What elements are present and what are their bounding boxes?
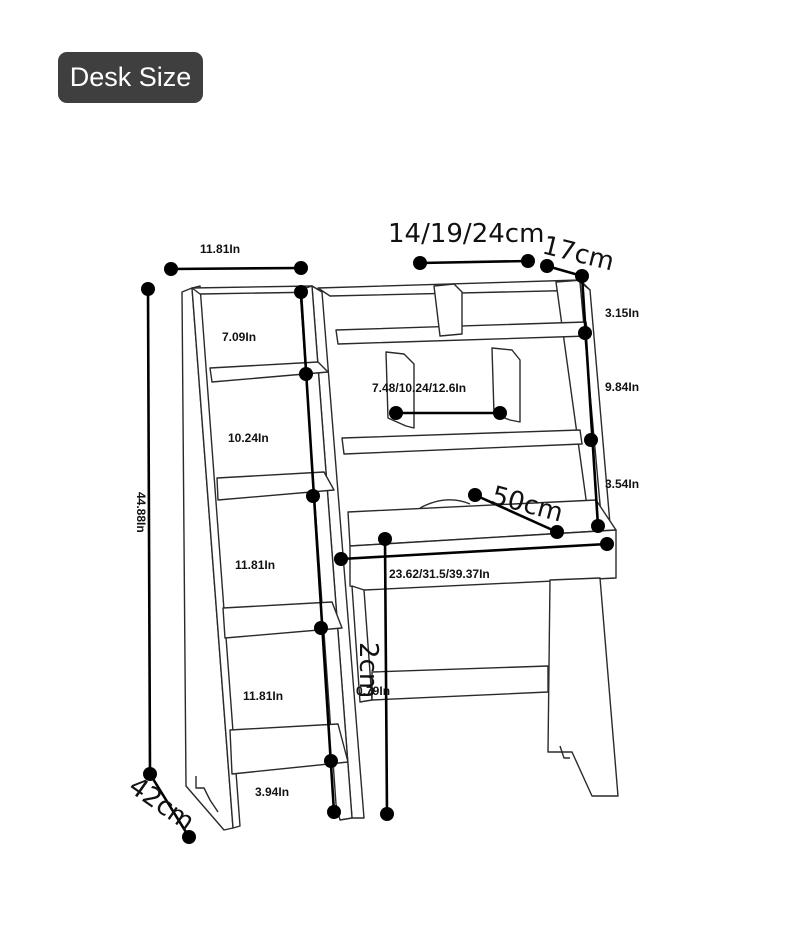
bookshelf-foot <box>195 776 219 813</box>
label-total-height: 44.88In <box>134 492 148 533</box>
top-width-line <box>170 266 302 271</box>
bookshelf-left-panel-edge <box>191 285 241 829</box>
depth-end-dot <box>182 830 196 844</box>
shelf-1 <box>209 361 329 383</box>
top-width-start-dot <box>164 262 178 276</box>
shelf-2 <box>216 471 335 501</box>
shelf-3 <box>222 601 343 639</box>
label-panel-thickness-cm: 2cm <box>353 642 383 698</box>
desk-width-end-dot <box>600 537 614 551</box>
hutch-dot-1 <box>578 326 592 340</box>
label-shelf-5: 3.94In <box>255 785 289 799</box>
panel-top-dot <box>378 532 392 546</box>
divider-width-start-dot <box>389 406 403 420</box>
measurement-markers <box>141 254 614 844</box>
top-width-end-dot <box>294 261 308 275</box>
label-shelf-1: 7.09In <box>222 330 256 344</box>
desk-depth-line <box>474 493 558 534</box>
label-desk-width: 23.62/31.5/39.37In <box>389 567 490 581</box>
height-top-dot <box>141 282 155 296</box>
desk-right-leg <box>547 577 619 797</box>
bookshelf-right-panel-inner <box>299 285 353 821</box>
panel-line <box>383 538 389 815</box>
shelf-dot-0 <box>294 285 308 299</box>
divider-spacing-end-dot <box>521 254 535 268</box>
hutch-top-divider <box>433 283 463 337</box>
bookshelf-left-panel <box>181 287 234 831</box>
shelf-dot-4 <box>324 754 338 768</box>
desk-drawer <box>349 529 617 591</box>
hutch-shelf-low <box>341 429 583 455</box>
badge-label: Desk Size <box>69 62 192 92</box>
label-shelf-4: 11.81In <box>243 689 283 703</box>
depth-line <box>148 773 191 838</box>
hutch-dot-3 <box>591 519 605 533</box>
desk-hutch <box>317 279 611 529</box>
desk-right-foot <box>559 745 570 759</box>
hutch-dot-2 <box>584 433 598 447</box>
desk-size-badge: Desk Size <box>58 52 203 103</box>
label-top-width: 11.81In <box>200 242 240 256</box>
desk-width-start-dot <box>334 552 348 566</box>
desk-body <box>347 499 619 797</box>
shelf-4 <box>229 723 349 775</box>
label-hutch-top: 3.15In <box>605 306 639 320</box>
height-line <box>146 288 152 775</box>
desk-depth-end-dot <box>550 525 564 539</box>
desk-cable-cutout <box>419 499 471 509</box>
desk-depth-start-dot <box>468 488 482 502</box>
label-divider-width: 7.48/10.24/12.6In <box>372 381 466 395</box>
label-hutch-low: 3.54In <box>605 477 639 491</box>
label-panel-thickness: 0.79In <box>356 684 390 698</box>
shelf-dot-2 <box>306 489 320 503</box>
label-shelf-3: 11.81In <box>235 558 275 572</box>
divider-spacing-start-dot <box>413 256 427 270</box>
shelf-dot-1 <box>299 367 313 381</box>
shelf-dot-5 <box>327 805 341 819</box>
shelf-dot-3 <box>314 621 328 635</box>
panel-bottom-dot <box>380 807 394 821</box>
divider-width-end-dot <box>493 406 507 420</box>
label-shelf-2: 10.24In <box>228 431 269 445</box>
label-hutch-mid: 9.84In <box>605 380 639 394</box>
desk-modesty-panel <box>371 665 549 701</box>
hutch-height-line <box>580 275 600 527</box>
divider-spacing-line <box>419 259 529 265</box>
label-divider-spacing: 14/19/24cm <box>388 219 544 249</box>
hutch-depth-start-dot <box>540 259 554 273</box>
bookshelf-ladder <box>181 285 365 831</box>
